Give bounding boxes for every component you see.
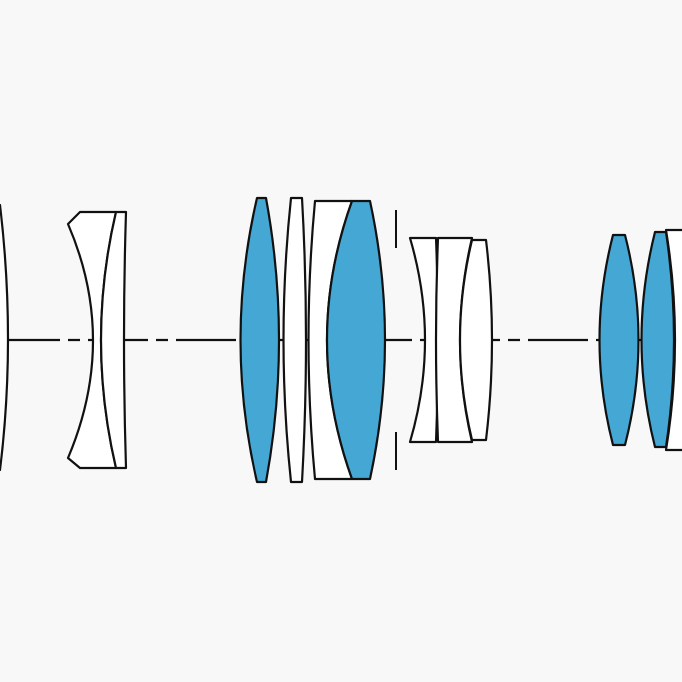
group-3 [408,236,494,444]
group-1 [0,203,128,472]
element-4 [239,196,281,484]
element-1 [0,203,10,472]
group-2 [239,196,387,484]
element-5 [282,196,308,484]
element-10 [458,238,494,442]
element-13 [664,228,682,452]
element-11 [598,233,640,447]
element-12 [640,230,676,449]
element-8 [408,236,440,444]
element-3 [99,210,128,470]
element-7 [325,199,387,481]
group-4 [598,228,682,452]
